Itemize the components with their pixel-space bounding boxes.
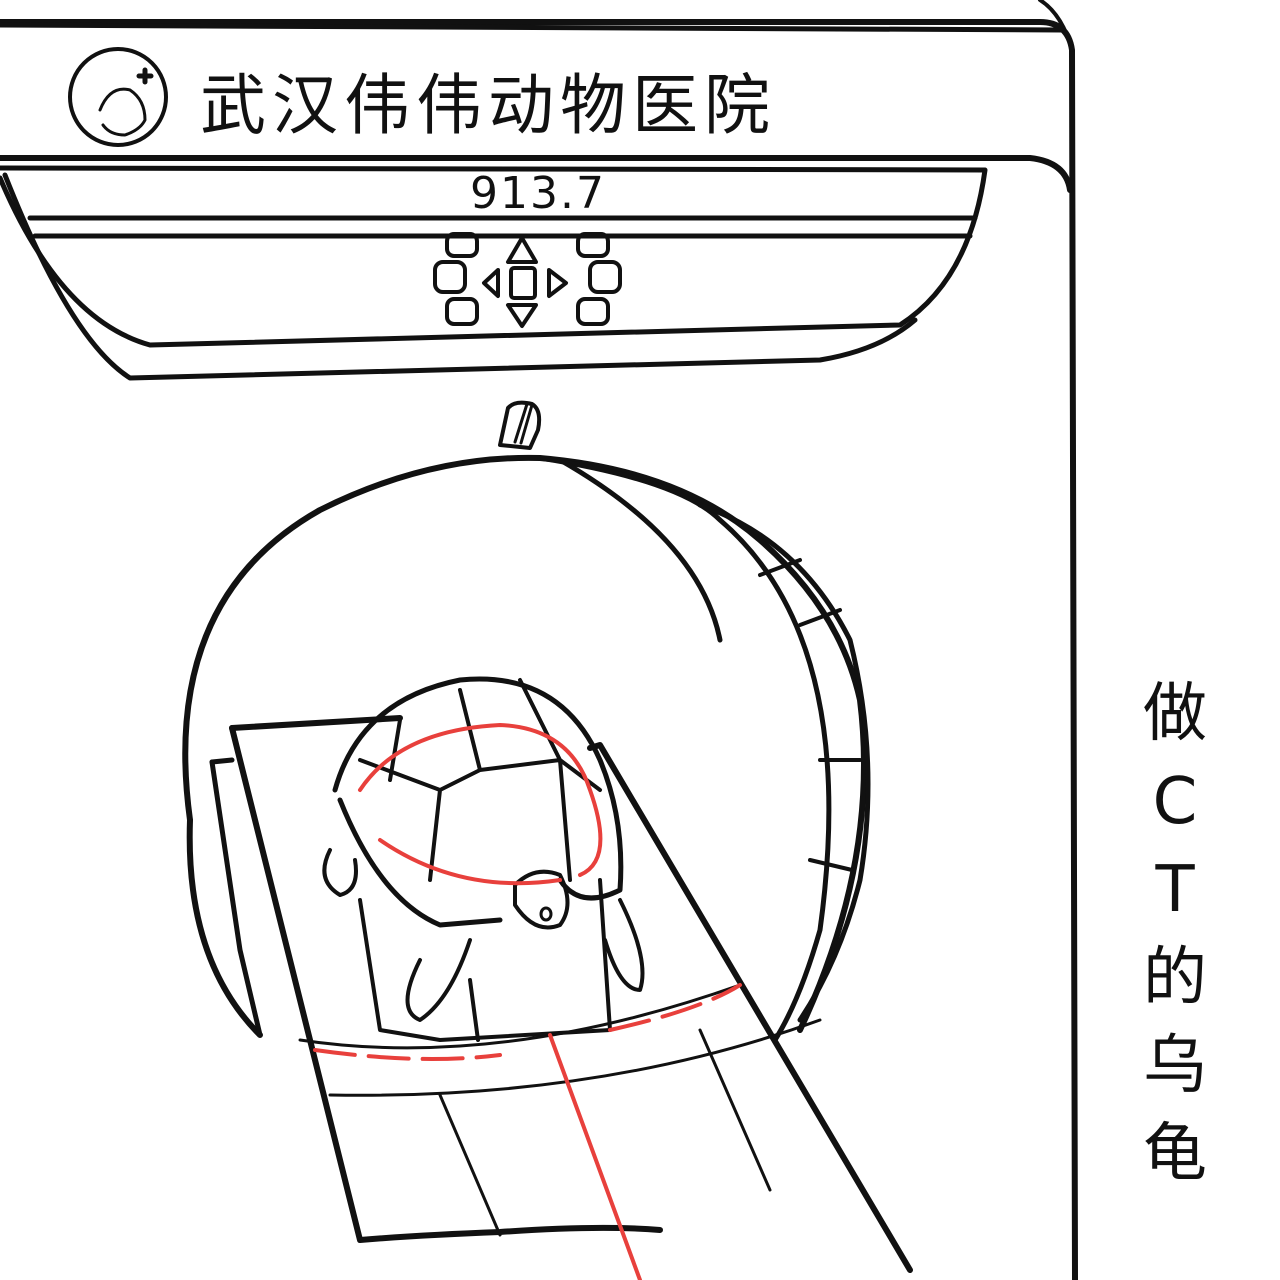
caption-char: C (1152, 765, 1198, 839)
display-readout: 913.7 (470, 168, 606, 219)
caption-char: 做 (1143, 677, 1207, 751)
caption: 做 C T 的 乌 龟 (1130, 670, 1220, 1198)
caption-char: 的 (1143, 941, 1207, 1015)
hospital-name: 武汉伟伟动物医院 (200, 67, 776, 144)
caption-char: T (1155, 853, 1195, 927)
caption-char: 乌 (1143, 1029, 1207, 1103)
caption-char: 龟 (1143, 1117, 1207, 1191)
